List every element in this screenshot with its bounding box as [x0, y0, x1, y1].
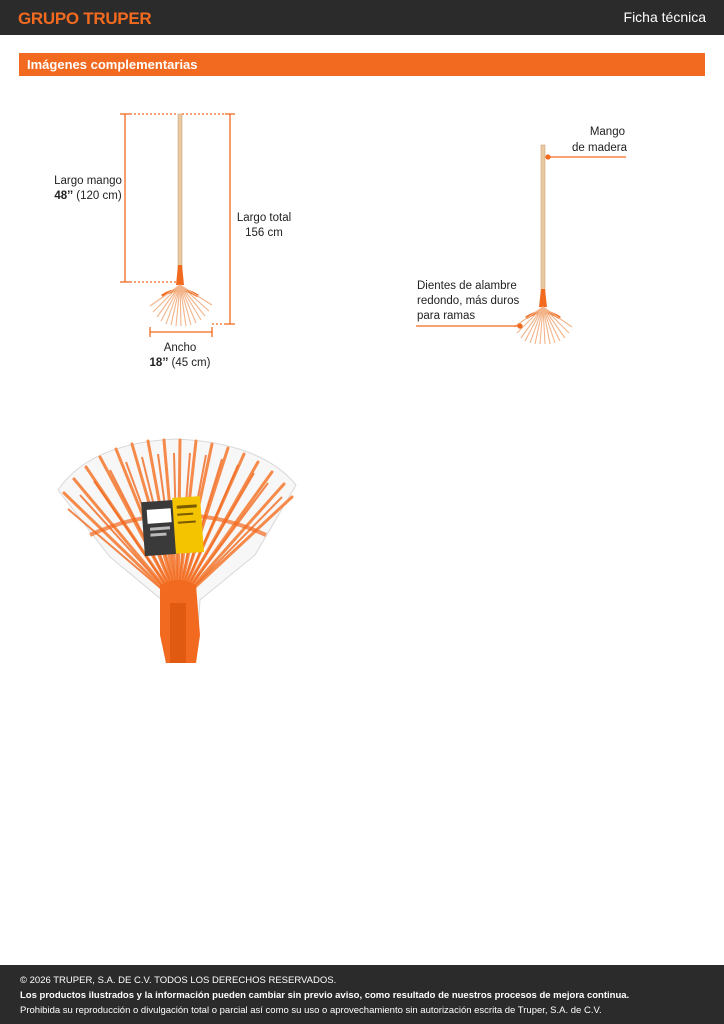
rake-neck	[539, 289, 547, 307]
document-title: Ficha técnica	[623, 9, 706, 25]
rake-tines	[149, 284, 213, 327]
tines-callout-label-2: redondo, más duros	[417, 295, 520, 307]
footer-copyright: © 2026 TRUPER, S.A. DE C.V. TODOS LOS DE…	[20, 975, 337, 986]
footer-notice: Los productos ilustrados y la informació…	[20, 990, 630, 1001]
handle-callout-label-2: de madera	[572, 142, 628, 154]
handle-callout-label: Mango	[590, 126, 625, 138]
footer: © 2026 TRUPER, S.A. DE C.V. TODOS LOS DE…	[0, 965, 724, 1024]
total-length-label: Largo total	[237, 212, 291, 224]
features-diagram: Mango de madera Dientes de alambre redon…	[416, 126, 628, 345]
rake-tines	[513, 306, 573, 345]
handle-length-label: Largo mango	[54, 175, 122, 187]
rake-handle	[177, 113, 183, 271]
tines-callout-label-3: para ramas	[417, 310, 475, 322]
section-header: Imágenes complementarias	[19, 53, 705, 76]
total-length-value: 156 cm	[245, 227, 283, 239]
footer-legal: Prohibida su reproducción o divulgación …	[20, 1005, 602, 1016]
handle-length-dimension	[120, 113, 178, 283]
tines-callout-label-1: Dientes de alambre	[417, 280, 517, 292]
width-dimension	[149, 327, 213, 337]
handle-length-value: 48’’ (120 cm)	[54, 190, 122, 202]
width-value: 18’’ (45 cm)	[150, 357, 211, 369]
rake-socket	[170, 603, 186, 663]
top-header-bar: GRUPO TRUPER Ficha técnica	[0, 0, 724, 35]
packaged-rake-photo	[57, 438, 297, 664]
rake-handle	[540, 144, 546, 294]
handle-callout-line	[545, 154, 626, 160]
width-label: Ancho	[164, 342, 197, 354]
brand-logo: GRUPO TRUPER	[18, 9, 152, 28]
dimensions-diagram: Largo mango 48’’ (120 cm) Largo total 15…	[54, 113, 291, 369]
section-title: Imágenes complementarias	[27, 57, 198, 72]
product-label	[141, 496, 204, 557]
rake-neck	[176, 265, 184, 285]
total-length-dimension	[182, 113, 235, 325]
tines-callout-line	[416, 323, 523, 329]
